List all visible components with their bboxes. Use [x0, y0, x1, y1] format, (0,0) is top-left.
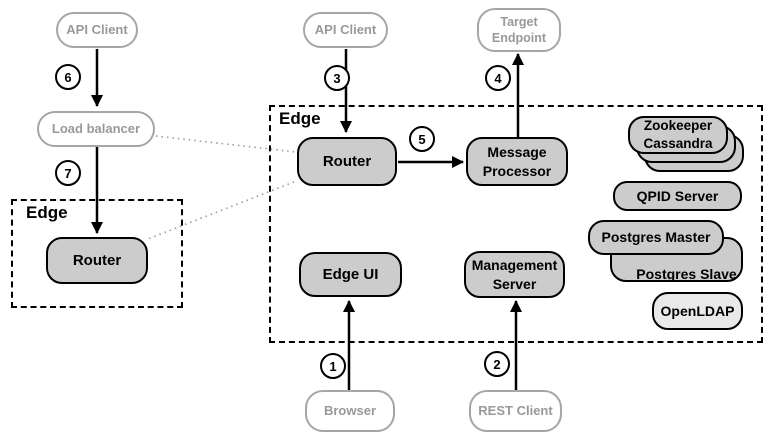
router-node: Router [297, 137, 397, 186]
load-balancer-node: Load balancer [37, 111, 155, 147]
api-client-left-label: API Client [66, 21, 128, 37]
postgres-master-label: Postgres Master [601, 229, 711, 246]
step-5-number: 5 [418, 131, 426, 147]
step-badge-2: 2 [484, 351, 510, 377]
openldap-node: OpenLDAP [652, 292, 743, 330]
api-client-top-node: API Client [303, 12, 388, 48]
cassandra-label: Cassandra [643, 136, 713, 151]
rest-client-label: REST Client [478, 402, 553, 418]
step-badge-4: 4 [485, 65, 511, 91]
step-badge-7: 7 [55, 160, 81, 186]
edge-ui-node: Edge UI [299, 252, 402, 297]
step-badge-3: 3 [324, 65, 350, 91]
postgres-slave-label: Postgres Slave [636, 266, 737, 282]
management-server-label-line1: Management [471, 257, 558, 274]
step-6-number: 6 [64, 69, 72, 85]
step-7-number: 7 [64, 165, 72, 181]
browser-node: Browser [305, 390, 395, 432]
openldap-label: OpenLDAP [660, 302, 735, 319]
qpid-server-node: QPID Server [613, 181, 742, 211]
qpid-server-label: QPID Server [636, 187, 719, 204]
management-server-label-line2: Server [492, 275, 537, 292]
rest-client-node: REST Client [469, 390, 562, 432]
message-processor-label-line2: Processor [482, 162, 552, 179]
api-client-left-node: API Client [56, 12, 138, 48]
router-left-node: Router [46, 237, 148, 284]
step-2-number: 2 [493, 356, 501, 372]
router-left-label: Router [72, 251, 122, 269]
target-endpoint-label-line2: Endpoint [491, 31, 547, 45]
load-balancer-label: Load balancer [51, 120, 141, 136]
step-4-number: 4 [494, 70, 502, 86]
zookeeper-cassandra-node: Zookeeper Cassandra [628, 116, 728, 154]
step-1-number: 1 [329, 358, 337, 374]
edge-region-left-label: Edge [26, 203, 68, 222]
browser-label: Browser [323, 402, 377, 418]
router-label: Router [322, 152, 372, 170]
step-3-number: 3 [333, 70, 341, 86]
zookeeper-label: Zookeeper [643, 118, 713, 134]
management-server-node: Management Server [464, 251, 565, 298]
step-badge-5: 5 [409, 126, 435, 152]
api-client-top-label: API Client [314, 21, 377, 37]
step-badge-6: 6 [55, 64, 81, 90]
message-processor-label-line1: Message [487, 144, 547, 161]
postgres-master-node: Postgres Master [588, 220, 724, 255]
target-endpoint-node: Target Endpoint [477, 8, 561, 52]
edge-region-main-label: Edge [279, 109, 321, 128]
step-badge-1: 1 [320, 353, 346, 379]
target-endpoint-label-line1: Target [500, 14, 538, 29]
edge-ui-label: Edge UI [322, 265, 379, 283]
message-processor-node: Message Processor [466, 137, 568, 186]
